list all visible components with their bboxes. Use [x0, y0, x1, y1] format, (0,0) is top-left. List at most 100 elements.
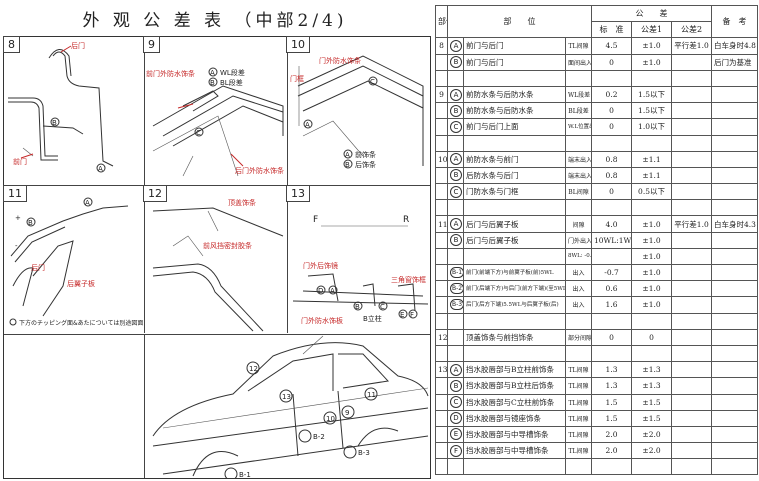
row-tol1 [631, 134, 673, 152]
row-tol1: ±1.1 [631, 150, 673, 168]
row-kind: 端末出入 [564, 166, 593, 185]
row-kind: TL间隙 [564, 442, 593, 460]
svg-text:C: C [370, 78, 375, 86]
row-no [435, 425, 448, 444]
panel-10-legend-front: 前饰条 [355, 150, 376, 159]
row-kind: TL间隙 [564, 37, 593, 55]
row-tol2 [671, 263, 713, 282]
row-kind [564, 458, 593, 476]
row-mark [447, 69, 464, 87]
svg-text:A: A [210, 69, 215, 77]
row-tol2 [671, 102, 713, 120]
row-tol1: ±1.0 [631, 231, 673, 249]
row-part: 挡水胶唇部与B立柱后饰条 [463, 377, 566, 395]
row-note [711, 263, 759, 282]
row-tol1: ±1.0 [631, 296, 673, 314]
row-mark: B-2 [447, 280, 464, 298]
panel-8-label-rear-door: 后门 [71, 41, 85, 50]
panel-12-drawing: 顶盖饰条 前风挡密封胶条 [152, 198, 284, 332]
row-note [711, 377, 759, 395]
row-mark [447, 344, 464, 363]
row-tol2 [671, 442, 713, 460]
row-no [435, 53, 448, 71]
row-part: 后门与后翼子板 [463, 215, 566, 233]
row-part [463, 69, 566, 87]
header-note: 备 考 [711, 4, 759, 39]
svg-text:A: A [330, 287, 335, 295]
svg-text:A: A [85, 199, 90, 207]
row-mark-circle: F [450, 444, 462, 457]
table-row [435, 458, 759, 476]
row-part: 前门与后门上面 [463, 118, 566, 136]
header-part: 部 位 [446, 4, 593, 39]
row-kind: TL间隙 [564, 377, 593, 395]
svg-text:B-2: B-2 [313, 433, 325, 441]
row-tol2 [671, 425, 713, 444]
row-tol2 [671, 458, 713, 476]
row-std [591, 458, 633, 476]
row-no [435, 183, 448, 201]
row-part [463, 458, 566, 476]
row-kind [564, 344, 593, 363]
row-note [711, 328, 759, 346]
svg-text:-: - [15, 242, 18, 250]
row-part: 后防水条与后门 [463, 166, 566, 185]
panel-13-label-mirror: 门外后饰镜 [303, 261, 338, 270]
row-tol1: ±1.0 [631, 263, 673, 282]
svg-text:A: A [345, 151, 350, 159]
row-mark: E [447, 425, 464, 444]
panel-10-label-frame: 门框 [290, 74, 304, 83]
row-tol1: 1.5以下 [631, 102, 673, 120]
row-tol1: 0 [631, 328, 673, 346]
row-tol2 [671, 150, 713, 168]
svg-text:B: B [355, 303, 360, 311]
row-tol2 [671, 85, 713, 104]
row-mark: A [447, 361, 464, 379]
row-note [711, 393, 759, 411]
panel-9-legend-bl: BL段差 [220, 78, 243, 87]
row-no [435, 312, 448, 330]
row-kind: TL间隙 [564, 425, 593, 444]
row-std: 1.3 [591, 361, 633, 379]
row-note [711, 458, 759, 476]
panel-13-drawing: F R 门外后饰镜 三角窗饰框 门外防水饰板 B立柱 D A B C E F [292, 215, 429, 325]
row-std: 1.3 [591, 377, 633, 395]
row-tol1: ±1.5 [631, 409, 673, 427]
row-mark: C [447, 183, 464, 201]
row-note [711, 69, 759, 87]
row-no [435, 263, 448, 282]
panel-11-number: 11 [3, 185, 27, 202]
row-std [591, 247, 633, 266]
row-mark: A [447, 85, 464, 104]
row-no [435, 393, 448, 411]
panel-8-number: 8 [3, 36, 20, 53]
panel-10-legend-rear: 后饰条 [355, 160, 376, 169]
row-tol2 [671, 361, 713, 379]
row-tol1: ±1.5 [631, 393, 673, 411]
row-note [711, 85, 759, 104]
row-note [711, 442, 759, 460]
row-tol2 [671, 296, 713, 314]
row-no [435, 442, 448, 460]
row-kind [564, 134, 593, 152]
row-no [435, 344, 448, 363]
row-mark: B [447, 166, 464, 185]
row-kind: 出入 [564, 263, 593, 282]
row-tol1 [631, 69, 673, 87]
row-tol1: ±1.3 [631, 377, 673, 395]
svg-text:F: F [410, 311, 414, 319]
panel-8-mark-b: B [52, 119, 57, 127]
row-tol2: 平行差1.0 [671, 37, 713, 55]
page-title: 外 观 公 差 表 （中部2/4) [82, 11, 348, 31]
row-mark-circle: B [450, 56, 462, 69]
row-tol1: ±1.0 [631, 247, 673, 266]
row-no [435, 280, 448, 298]
table-row [435, 312, 759, 330]
row-std [591, 344, 633, 363]
technical-drawings: B A 后门 前门 前门外防水饰条 后门外防水饰条 A WL段差 B BL段差 … [8, 41, 429, 479]
